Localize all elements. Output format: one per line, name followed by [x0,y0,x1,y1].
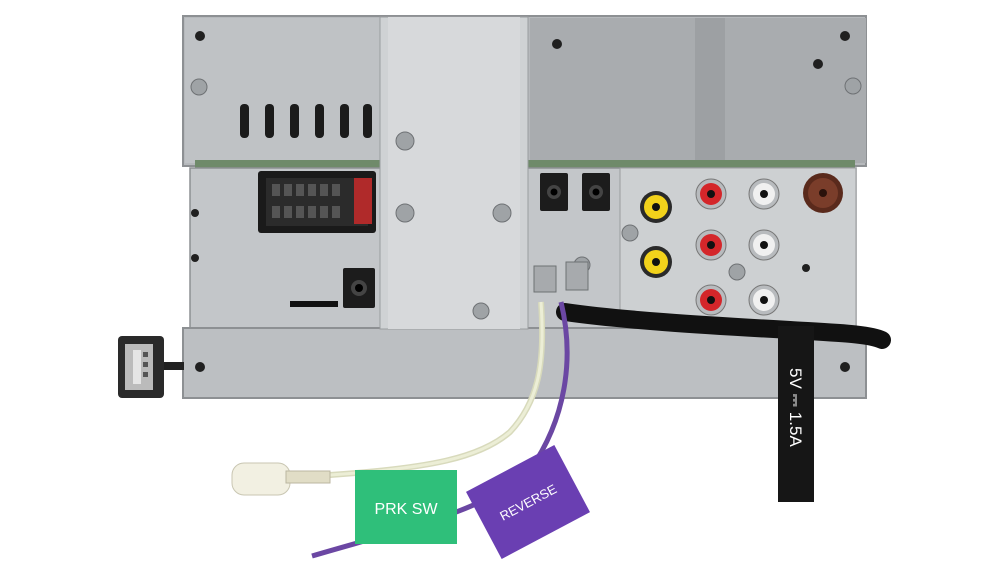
antenna-jack [803,173,843,213]
rca-yellow-2 [640,246,672,278]
vent-slots [240,104,372,138]
mounting-holes [191,31,850,372]
slot [290,301,338,307]
terminal-clips [533,261,589,293]
center-bracket [379,16,529,330]
parking-wire [231,301,546,496]
rca-jacks [640,173,843,316]
rca-yellow-1 [640,191,672,223]
mic-jack [343,268,375,308]
prk-sw-tag: PRK SW [355,470,457,544]
rca-red-3 [695,284,727,316]
harness-connector [258,171,376,233]
usb-cable-tag: 5V ⎓ 1.5A [786,368,805,447]
prk-sw-tag-label: PRK SW [374,501,438,518]
reverse-tag: REVERSE [466,444,590,560]
rca-white-3 [748,284,780,316]
rca-red-2 [695,229,727,261]
rca-white-2 [748,229,780,261]
usb-cable: 5V ⎓ 1.5A [556,303,891,502]
usb-connector [118,336,184,398]
rca-white-1 [748,178,780,210]
rca-red-1 [695,178,727,210]
aux-jacks [540,173,610,211]
